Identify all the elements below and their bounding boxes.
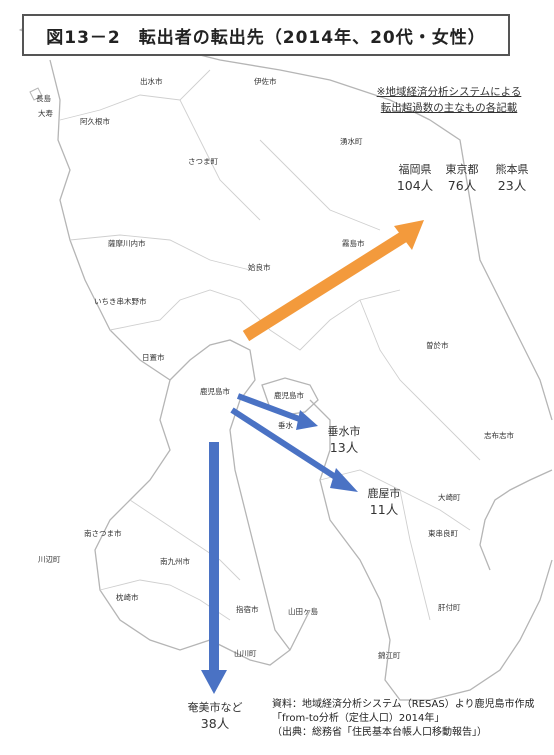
muni-label: 川辺町 — [38, 555, 61, 564]
dest-kumamoto: 熊本県 23人 — [490, 162, 534, 194]
note-line-1: ※地域経済分析システムによる — [376, 86, 522, 98]
source-line-1: 資料：地域経済分析システム（RESAS）より鹿児島市作成 — [272, 699, 535, 710]
arrow-to-kanoya — [230, 407, 358, 492]
prefecture-east — [429, 119, 553, 421]
source-note: 資料：地域経済分析システム（RESAS）より鹿児島市作成 「from-to分析（… — [272, 698, 535, 740]
arrow-to-tarumizu — [236, 393, 318, 430]
muni-label: 霧島市 — [342, 239, 365, 248]
muni-label: 長島 — [36, 94, 51, 103]
muni-label: 鹿児島市 — [200, 387, 230, 396]
muni-label: 肝付町 — [438, 603, 461, 612]
muni-label: 伊佐市 — [254, 77, 277, 86]
muni-label: 東串良町 — [428, 529, 458, 538]
dest-name: 垂水市 — [327, 425, 361, 438]
dest-value: 76人 — [447, 178, 477, 193]
source-line-2: 「from-to分析（定住人口）2014年」 — [272, 713, 445, 724]
muni-label: 鹿児島市 — [274, 391, 304, 400]
muni-label: 阿久根市 — [80, 117, 110, 126]
muni-label: 大崎町 — [438, 493, 461, 502]
dest-name: 熊本県 — [495, 163, 529, 176]
muni-label: 南さつま市 — [84, 529, 122, 538]
muni-label: 出水市 — [140, 77, 163, 86]
dest-value: 38人 — [200, 716, 230, 731]
note: ※地域経済分析システムによる 転出超過数の主なもの各記載 — [354, 84, 544, 116]
muni-label: 姶良市 — [248, 263, 271, 272]
muni-label: さつま町 — [188, 157, 218, 166]
muni-label: いちき串木野市 — [94, 297, 147, 306]
arrow-to-amami — [201, 442, 227, 694]
muni-label: 日置市 — [142, 353, 165, 362]
muni-label: 山川町 — [234, 649, 257, 658]
muni-label: 湧水町 — [340, 137, 363, 146]
arrow-to-outside-prefecture — [242, 220, 424, 342]
dest-value: 13人 — [329, 440, 359, 455]
dest-name: 東京都 — [445, 163, 479, 176]
muni-label: 志布志市 — [484, 431, 514, 440]
dest-tokyo: 東京都 76人 — [440, 162, 484, 194]
dest-value: 104人 — [396, 178, 434, 193]
muni-label: 薩摩川内市 — [108, 239, 146, 248]
dest-name: 奄美市など — [187, 701, 243, 714]
muni-label: 垂水 — [278, 421, 293, 430]
muni-label: 曽於市 — [426, 341, 449, 350]
note-line-2: 転出超過数の主なもの各記載 — [380, 102, 518, 114]
muni-label: 指宿市 — [236, 605, 259, 614]
satsuma-coastline — [49, 59, 311, 666]
kinko-bay-west — [169, 339, 291, 651]
muni-label: 大寿 — [38, 109, 53, 118]
dest-amami: 奄美市など 38人 — [184, 700, 246, 732]
muni-label: 枕崎市 — [116, 593, 139, 602]
muni-label: 錦江町 — [378, 651, 401, 660]
osumi-coastline — [309, 399, 553, 701]
dest-tarumizu: 垂水市 13人 — [322, 424, 366, 456]
dest-value: 11人 — [369, 502, 399, 517]
muni-label: 南九州市 — [160, 557, 190, 566]
dest-value: 23人 — [497, 178, 527, 193]
muni-label: 山田ヶ島 — [288, 607, 318, 616]
dest-name: 福岡県 — [398, 163, 432, 176]
dest-fukuoka: 福岡県 104人 — [394, 162, 436, 194]
source-line-3: （出典：総務省「住民基本台帳人口移動報告」） — [272, 727, 487, 738]
dest-kanoya: 鹿屋市 11人 — [362, 486, 406, 518]
page-title: 図13－2 転出者の転出先（2014年、20代・女性） — [22, 14, 510, 56]
shibushi-bay — [479, 469, 553, 571]
dest-name: 鹿屋市 — [367, 487, 401, 500]
